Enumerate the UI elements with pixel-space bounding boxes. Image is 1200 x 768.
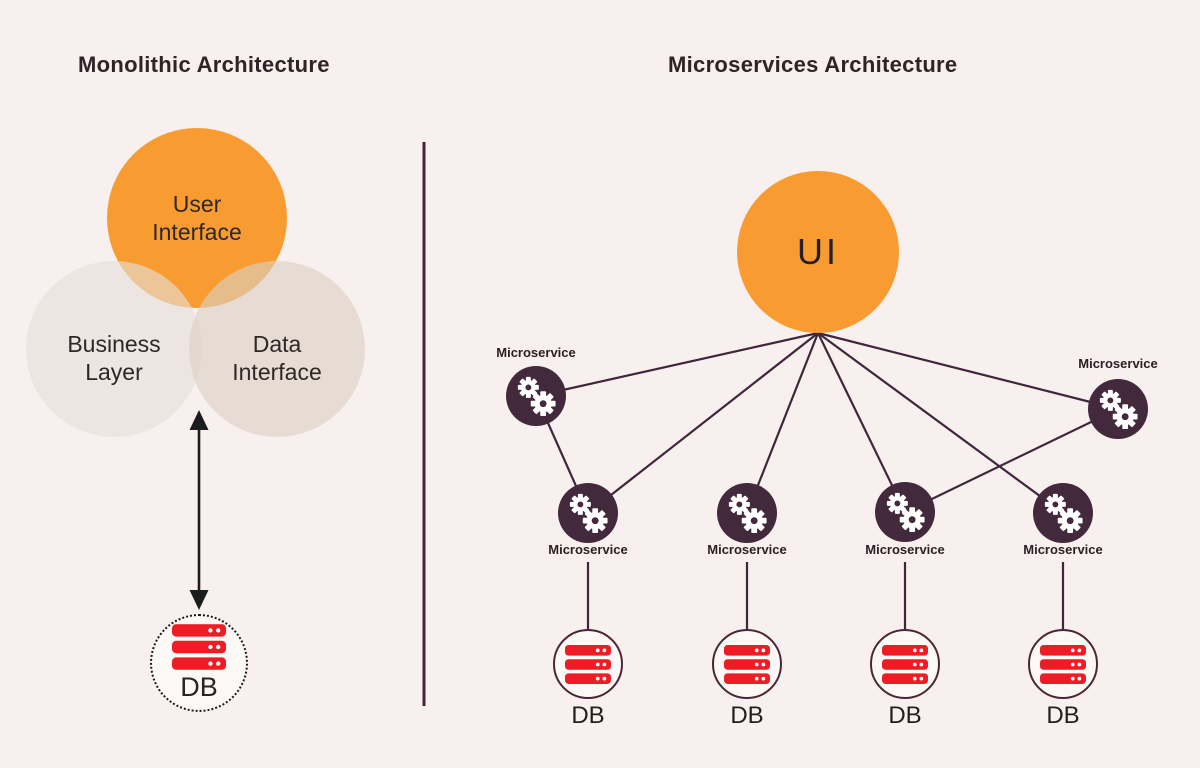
venn-label-business-layer: Business Layer [67,331,161,385]
gears-icon [884,491,926,533]
gears-icon [726,492,768,534]
ui-label: UI [797,231,839,272]
edge-ms-top-right-to-bottom-3 [904,408,1119,513]
db-label: DB [888,702,922,729]
microservice-label: Microservice [548,542,628,557]
edge-ui-to-ms-bottom-2 [745,332,820,514]
microservice-node-bottom-4 [1033,483,1093,543]
edge-ui-to-ms-top-right [817,331,1119,411]
monolith-db-label: DB [180,671,218,702]
server-stack-icon [882,645,928,684]
microservice-node-bottom-1 [558,483,618,543]
microservices-title: Microservices Architecture [668,52,958,77]
db-circle [553,629,623,699]
monolith-db-circle: DB [150,614,248,712]
db-circle [1028,629,1098,699]
server-stack-icon [1040,645,1086,684]
microservice-label: Microservice [1023,542,1103,557]
venn-label-user-interface: User Interface [152,191,242,245]
gears-icon [1042,492,1084,534]
gears-icon [1097,388,1139,430]
db-circle [870,629,940,699]
server-stack-icon [172,624,226,670]
venn-circle-data-interface [189,261,365,437]
ui-circle: UI [737,171,899,333]
microservice-node-top-left [506,366,566,426]
db-circle [712,629,782,699]
gears-icon [515,375,557,417]
microservice-label: Microservice [1078,356,1158,371]
db-label: DB [730,702,764,729]
edge-ui-to-ms-bottom-4 [817,332,1064,514]
server-stack-icon [565,645,611,684]
microservice-label: Microservice [707,542,787,557]
double-arrow-icon [189,410,209,610]
microservice-label: Microservice [865,542,945,557]
microservice-node-bottom-2 [717,483,777,543]
gears-icon [567,492,609,534]
db-label: DB [571,702,605,729]
venn-label-data-interface: Data Interface [232,331,322,385]
monolithic-title: Monolithic Architecture [78,52,330,77]
edge-ui-to-ms-bottom-1 [587,332,819,514]
microservice-node-bottom-3 [875,482,935,542]
edge-ui-to-ms-bottom-3 [817,332,906,513]
microservice-edges [534,331,1119,630]
microservice-label: Microservice [496,345,576,360]
microservice-node-top-right [1088,379,1148,439]
db-label: DB [1046,702,1080,729]
venn-circle-business-layer [26,261,202,437]
edge-ui-to-ms-top-left [535,331,819,398]
server-stack-icon [724,645,770,684]
